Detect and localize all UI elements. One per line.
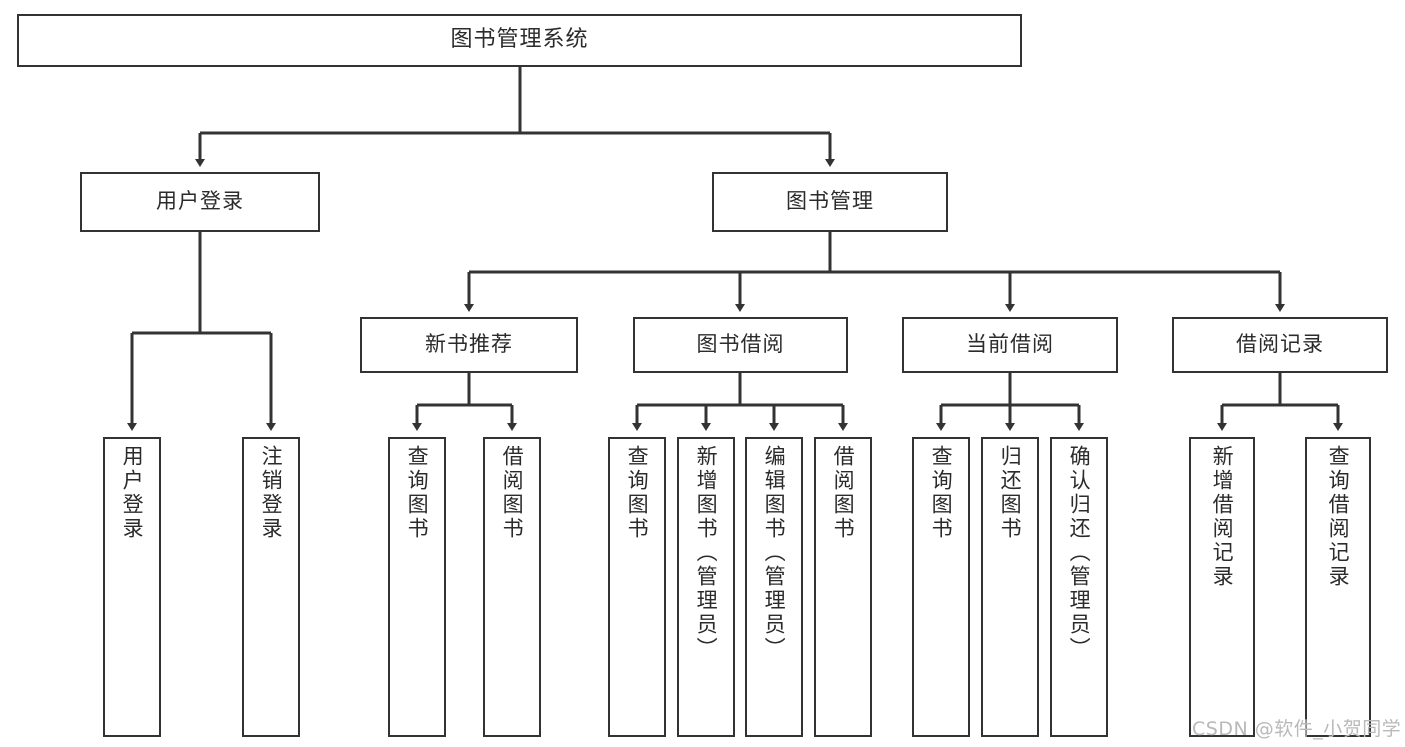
leaf-borrow-query-book[interactable]: 查询图书 (608, 437, 666, 737)
node-label: 借阅图书 (500, 445, 525, 541)
node-book-management[interactable]: 图书管理 (712, 172, 948, 232)
node-label: 查询借阅记录 (1326, 445, 1351, 589)
node-root-system[interactable]: 图书管理系统 (17, 14, 1022, 67)
node-label: 编辑图书（管理员） (762, 445, 787, 661)
leaf-user-login-login[interactable]: 用户登录 (103, 437, 161, 737)
leaf-borrow-borrow-book[interactable]: 借阅图书 (814, 437, 872, 737)
leaf-current-confirm-return-admin[interactable]: 确认归还（管理员） (1050, 437, 1108, 737)
node-label: 归还图书 (998, 445, 1023, 541)
node-label: 用户登录 (120, 445, 145, 541)
leaf-borrow-edit-book-admin[interactable]: 编辑图书（管理员） (745, 437, 803, 737)
node-new-book-recommend[interactable]: 新书推荐 (360, 317, 578, 373)
leaf-borrow-add-book-admin[interactable]: 新增图书（管理员） (677, 437, 735, 737)
node-label: 查询图书 (405, 445, 430, 541)
leaf-current-return-book[interactable]: 归还图书 (981, 437, 1039, 737)
leaf-user-login-logout[interactable]: 注销登录 (242, 437, 300, 737)
node-label: 借阅记录 (1236, 332, 1324, 357)
csdn-watermark: CSDN @软件_小贺同学 (1192, 718, 1402, 740)
node-book-borrow[interactable]: 图书借阅 (633, 317, 848, 373)
leaf-recommend-query-book[interactable]: 查询图书 (388, 437, 446, 737)
node-label: 查询图书 (625, 445, 650, 541)
node-label: 图书管理 (786, 189, 874, 214)
node-label: 确认归还（管理员） (1067, 445, 1092, 661)
leaf-record-query-record[interactable]: 查询借阅记录 (1305, 437, 1371, 737)
node-label: 查询图书 (929, 445, 954, 541)
node-label: 图书管理系统 (450, 27, 589, 53)
node-current-borrow[interactable]: 当前借阅 (902, 317, 1118, 373)
node-label: 借阅图书 (831, 445, 856, 541)
node-label: 新增图书（管理员） (694, 445, 719, 661)
node-label: 图书借阅 (696, 332, 785, 357)
leaf-record-add-record[interactable]: 新增借阅记录 (1189, 437, 1255, 737)
node-label: 当前借阅 (966, 332, 1054, 357)
node-label: 新增借阅记录 (1210, 445, 1235, 589)
node-label: 注销登录 (259, 445, 284, 541)
leaf-current-query-book[interactable]: 查询图书 (912, 437, 970, 737)
node-label: 新书推荐 (425, 332, 513, 357)
node-borrow-record[interactable]: 借阅记录 (1172, 317, 1388, 373)
leaf-recommend-borrow-book[interactable]: 借阅图书 (483, 437, 541, 737)
node-user-login[interactable]: 用户登录 (80, 172, 320, 232)
node-label: 用户登录 (156, 189, 244, 214)
